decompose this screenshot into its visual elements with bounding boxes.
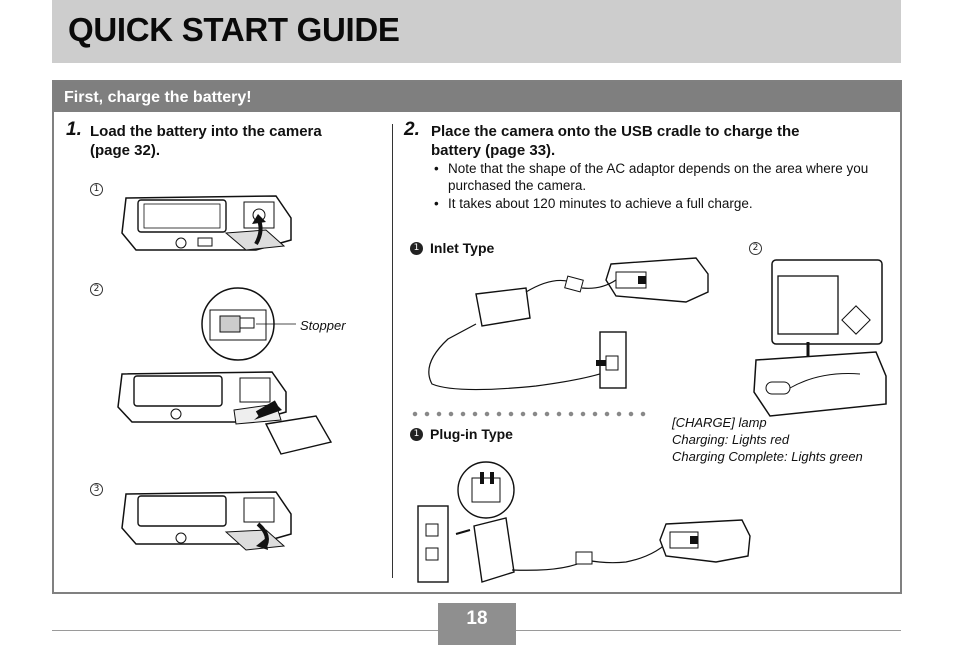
charging-note: Charging: Lights red (672, 432, 790, 447)
inlet-type-label: Inlet Type (430, 240, 495, 256)
charge-lamp-notes: [CHARGE] lamp Charging: Lights red Charg… (672, 414, 892, 465)
step2-note-charge-time: It takes about 120 minutes to achieve a … (432, 195, 892, 212)
step1-marker-2: 2 (90, 283, 103, 296)
page-title: QUICK START GUIDE (68, 11, 400, 48)
step1-text: Load the battery into the camera (page 3… (90, 122, 380, 160)
step2-notes: Note that the shape of the AC adaptor de… (432, 160, 892, 213)
step2-text-line2: battery (page 33). (431, 142, 556, 159)
page-number-box: 18 (438, 603, 516, 645)
plugin-type-label: Plug-in Type (430, 426, 513, 442)
section-header-text: First, charge the battery! (64, 89, 252, 106)
plugin-marker: 1 (410, 428, 423, 441)
section-header: First, charge the battery! (54, 82, 900, 112)
inlet-type-adaptor-illustration (428, 257, 709, 391)
charging-complete-note: Charging Complete: Lights green (672, 449, 863, 464)
camera-close-cover-illustration (121, 491, 292, 551)
step2-text-line1: Place the camera onto the USB cradle to … (431, 123, 800, 140)
step1-text-line1: Load the battery into the camera (90, 123, 322, 140)
stopper-label: Stopper (300, 318, 346, 333)
step1-text-line2: (page 32). (90, 142, 161, 159)
step1-marker-1: 1 (90, 183, 103, 196)
step1-marker-3: 3 (90, 483, 103, 496)
step2-note-adaptor: Note that the shape of the AC adaptor de… (432, 160, 892, 194)
charge-lamp-label: [CHARGE] lamp (672, 415, 767, 430)
stopper-zoom-illustration (201, 287, 296, 361)
camera-battery-cover-open-illustration (121, 195, 292, 251)
title-bar: QUICK START GUIDE (52, 0, 901, 63)
page-number: 18 (466, 608, 488, 629)
cradle-marker: 2 (749, 242, 762, 255)
step1-number: 1. (66, 119, 82, 140)
camera-on-cradle-illustration (753, 259, 887, 417)
camera-insert-battery-illustration (117, 371, 333, 455)
column-divider (392, 124, 393, 578)
inlet-marker: 1 (410, 242, 423, 255)
plugin-type-adaptor-illustration (417, 461, 751, 583)
step2-number: 2. (404, 119, 420, 140)
dotted-separator (409, 411, 649, 417)
charge-battery-panel: First, charge the battery! 1. Load the b… (52, 80, 902, 594)
step2-text: Place the camera onto the USB cradle to … (431, 122, 891, 160)
